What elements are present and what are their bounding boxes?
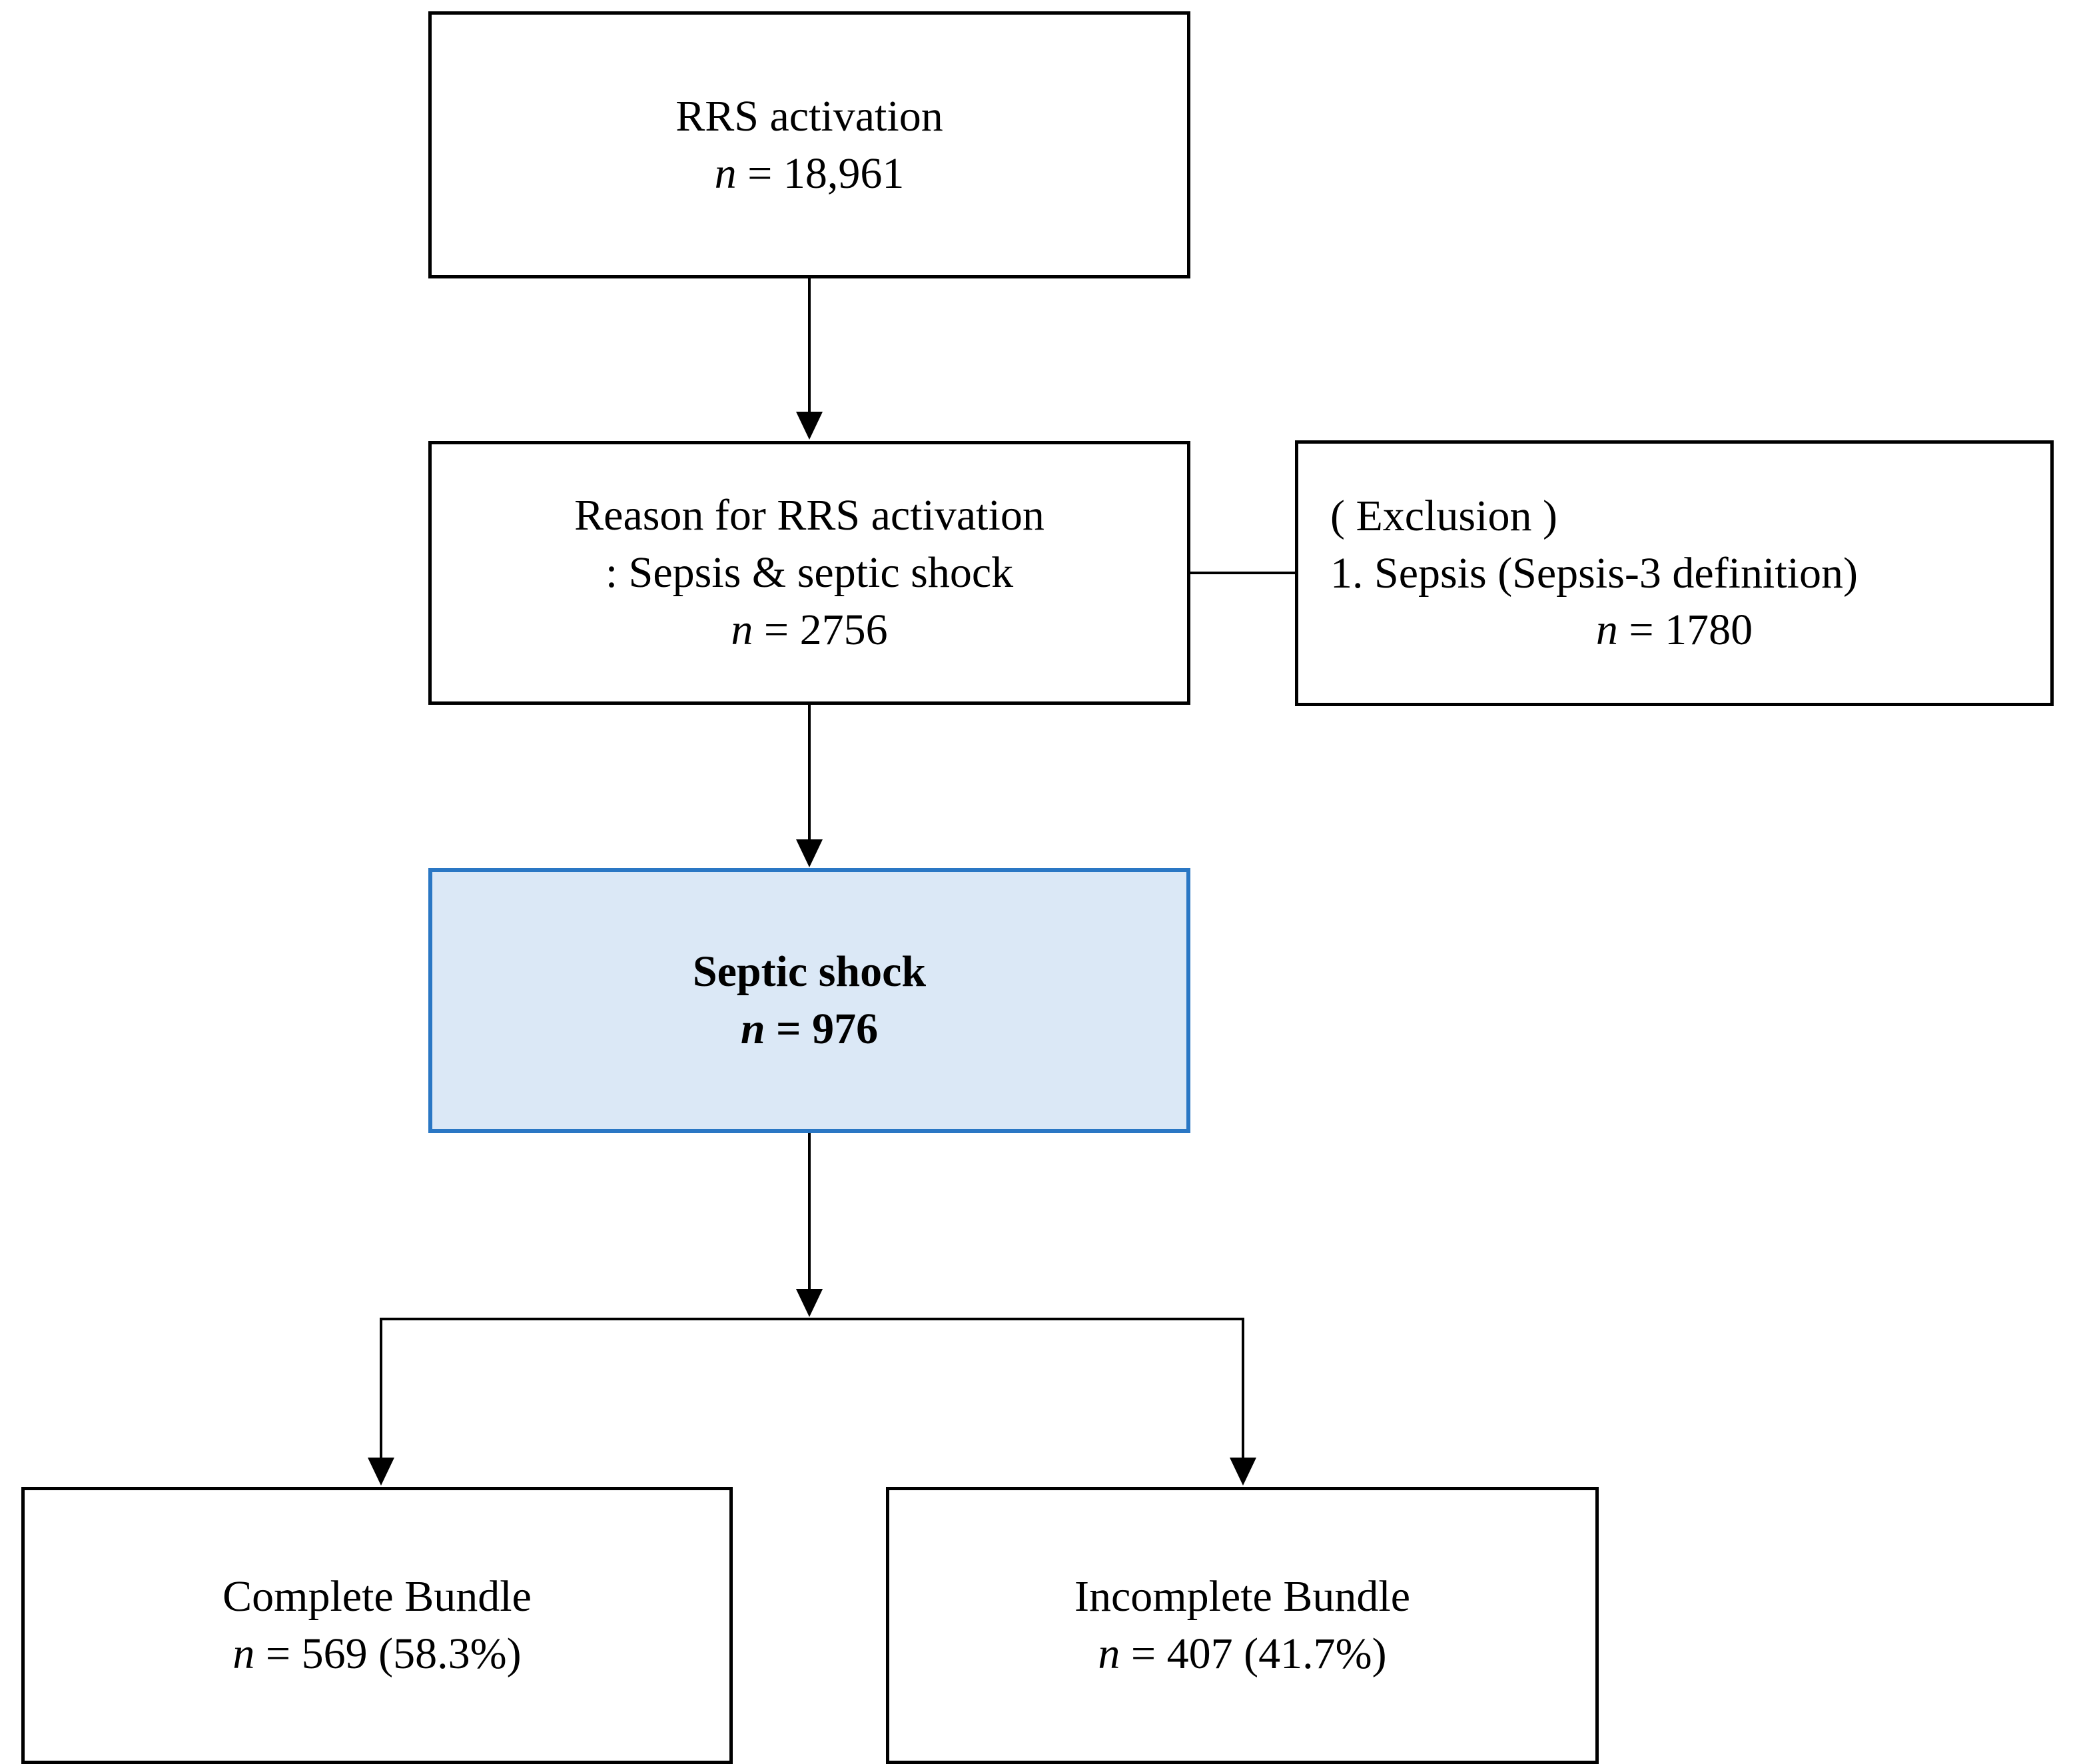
node-reason-count: n = 2756 — [731, 602, 887, 659]
edge-septic-to-complete-arrowhead — [368, 1458, 394, 1486]
n-value: = 569 (58.3%) — [265, 1629, 522, 1678]
node-exclusion: ( Exclusion ) 1. Sepsis (Sepsis-3 defini… — [1295, 440, 2054, 706]
n-value: = 1780 — [1629, 606, 1753, 655]
edge-septic-split-stem-arrowhead — [796, 1289, 823, 1317]
node-complete-bundle: Complete Bundle n = 569 (58.3%) — [21, 1487, 733, 1764]
node-incomplete-bundle: Incomplete Bundle n = 407 (41.7%) — [886, 1487, 1599, 1764]
node-reason-for-rrs-activation: Reason for RRS activation : Sepsis & sep… — [428, 441, 1190, 705]
node-complete-bundle-title: Complete Bundle — [222, 1572, 532, 1621]
n-symbol: n — [1595, 606, 1618, 655]
edge-reason-to-septic-line — [808, 705, 811, 841]
edge-rrs-to-reason-line — [808, 278, 811, 413]
node-exclusion-item-1: 1. Sepsis (Sepsis-3 definition) — [1330, 548, 1858, 598]
node-complete-bundle-count: n = 569 (58.3%) — [232, 1625, 521, 1683]
node-septic-shock: Septic shock n = 976 — [428, 868, 1190, 1133]
n-value: = 976 — [776, 1005, 879, 1053]
node-reason-subtitle: : Sepsis & septic shock — [605, 548, 1014, 598]
n-value: = 2756 — [763, 605, 888, 654]
n-symbol: n — [731, 605, 753, 654]
n-value: = 18,961 — [747, 149, 905, 198]
node-rrs-activation-count: n = 18,961 — [715, 145, 905, 203]
edge-septic-split-stem — [808, 1133, 811, 1290]
node-rrs-activation-title: RRS activation — [675, 91, 943, 141]
node-septic-shock-count: n = 976 — [741, 1001, 878, 1058]
n-value: = 407 (41.7%) — [1130, 1629, 1387, 1678]
node-rrs-activation: RRS activation n = 18,961 — [428, 11, 1190, 278]
edge-septic-to-incomplete-arrowhead — [1230, 1458, 1256, 1486]
node-exclusion-heading: ( Exclusion ) — [1330, 491, 1557, 540]
n-symbol: n — [714, 149, 737, 198]
n-symbol: n — [1098, 1629, 1120, 1678]
edge-reason-to-exclusion-line — [1190, 572, 1297, 574]
edge-septic-to-complete-line — [380, 1318, 382, 1459]
n-symbol: n — [740, 1005, 765, 1053]
edge-septic-split-crossbar — [380, 1318, 1244, 1320]
node-incomplete-bundle-count: n = 407 (41.7%) — [1098, 1625, 1386, 1683]
edge-rrs-to-reason-arrowhead — [796, 412, 823, 440]
node-incomplete-bundle-title: Incomplete Bundle — [1074, 1572, 1411, 1621]
edge-reason-to-septic-arrowhead — [796, 839, 823, 867]
n-symbol: n — [232, 1629, 255, 1678]
node-exclusion-count: n = 1780 — [1330, 602, 2050, 659]
node-septic-shock-title: Septic shock — [692, 947, 927, 997]
edge-septic-to-incomplete-line — [1242, 1318, 1244, 1459]
node-reason-title: Reason for RRS activation — [574, 491, 1044, 540]
